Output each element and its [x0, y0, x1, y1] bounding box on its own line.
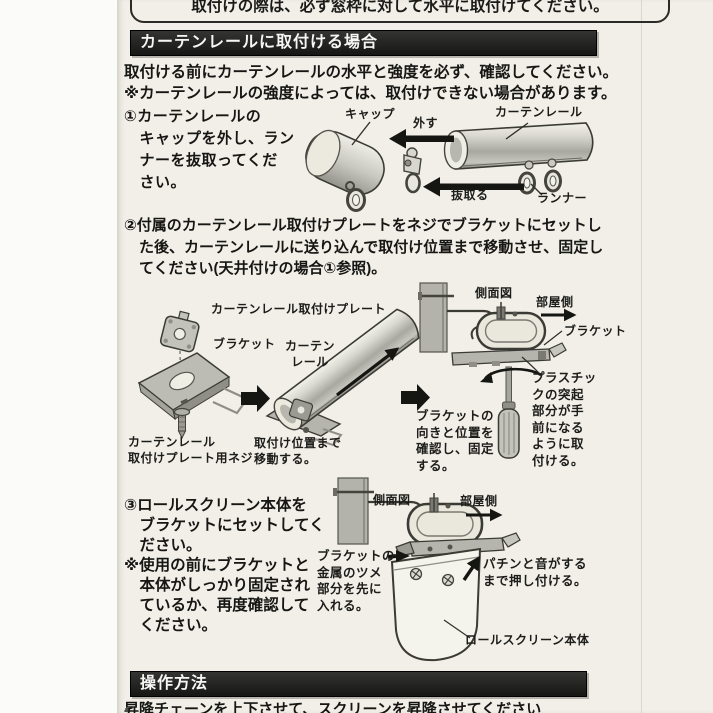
click-sound-label: パチンと音がする まで押し付ける。 — [483, 557, 588, 588]
next-step-arrow-1 — [241, 385, 270, 412]
runner-piece-illustration — [403, 147, 422, 194]
move-to-position-label: 取付け位置まで 移動する。 — [254, 436, 342, 466]
plate-screw-label: カーテンレール 取付けプレート用ネジ — [128, 435, 254, 465]
mounting-plate-illustration — [159, 310, 200, 410]
curtain-rail-illustration — [443, 122, 594, 195]
cap-illustration — [305, 129, 385, 212]
pull-out-arrow — [423, 177, 524, 197]
room-side-label: 部屋側 — [536, 295, 574, 309]
plate-screw-illustration — [173, 407, 191, 440]
pull-out-label: 抜取る — [451, 188, 489, 202]
section-title-operation: 操作方法 — [130, 671, 587, 697]
screwdriver-illustration — [497, 366, 520, 459]
bracket-label-left: ブラケット — [213, 337, 276, 351]
metal-claw-label: ブラケットの 金属のツメ 部分を先に 入れる。 — [317, 549, 396, 613]
bracket-label-right: ブラケット — [564, 324, 627, 338]
remove-label: 外す — [413, 116, 439, 130]
side-view-label: 側面図 — [475, 286, 513, 300]
step1-diagram — [305, 121, 594, 212]
side-view-label-3: 側面図 — [373, 493, 411, 507]
runner-label: ランナー — [537, 191, 588, 205]
intro-line-1: 取付ける前にカーテンレールの水平と強度を必ず、確認してください。 — [124, 64, 618, 81]
roll-screen-body-label: ロールスクリーン本体 — [465, 633, 590, 647]
cap-label: キャップ — [345, 107, 396, 121]
plate-label: カーテンレール取付けプレート — [211, 302, 387, 316]
step1-text: ①カーテンレールの キャップを外し、ラン ナーを抜取ってくだ さい。 — [124, 108, 295, 191]
rail-label: カーテンレール — [495, 105, 583, 119]
fix-bracket-label: ブラケットの 向きと位置を 確認し、固定 する。 — [416, 409, 495, 473]
operation-line-1: 昇降チェーンを上下させて、スクリーンを昇降させてください — [124, 701, 542, 713]
side-view-illustration — [418, 282, 577, 459]
step2-diagram — [137, 282, 577, 459]
rail-on-bracket-illustration — [265, 308, 420, 447]
slide-direction-arrow — [336, 347, 400, 397]
step3-diagram — [333, 477, 521, 662]
intro-line-2: ※カーテンレールの強度によっては、取付けできない場合があります。 — [124, 85, 617, 102]
side-view-illustration-3 — [333, 477, 521, 557]
paper-fold-line — [641, 0, 642, 713]
remove-arrow — [389, 129, 454, 149]
bracket-illustration — [137, 352, 249, 421]
claw-pointer-arrow — [396, 550, 410, 562]
top-caution-text: 取付けの際は、必ず窓枠に対して水平に取付けてください。 — [191, 0, 609, 15]
room-side-label-3: 部屋側 — [460, 494, 498, 508]
roll-screen-body-illustration — [387, 547, 482, 662]
plastic-protrusion-label: プラスチッ クの突起 部分が手 前になる ように取 付ける。 — [532, 371, 597, 468]
step3-text: ③ロールスクリーン本体を ブラケットにセットしてく ださい。 ※使用の前にブラケ… — [124, 497, 325, 634]
step2-text: ②付属のカーテンレール取付けプレートをネジでブラケットにセットし た後、カーテン… — [124, 217, 604, 277]
leader-lines — [351, 121, 543, 196]
next-step-arrow-2 — [401, 384, 430, 411]
plastic-protrusion — [548, 342, 567, 358]
rail-label-2: カーテン レール — [284, 339, 335, 369]
push-up-arrow — [462, 555, 481, 581]
section-title-rail-mount: カーテンレールに取付ける場合 — [130, 30, 597, 56]
top-caution-box: 取付けの際は、必ず窓枠に対して水平に取付けてください。 — [130, 0, 670, 23]
